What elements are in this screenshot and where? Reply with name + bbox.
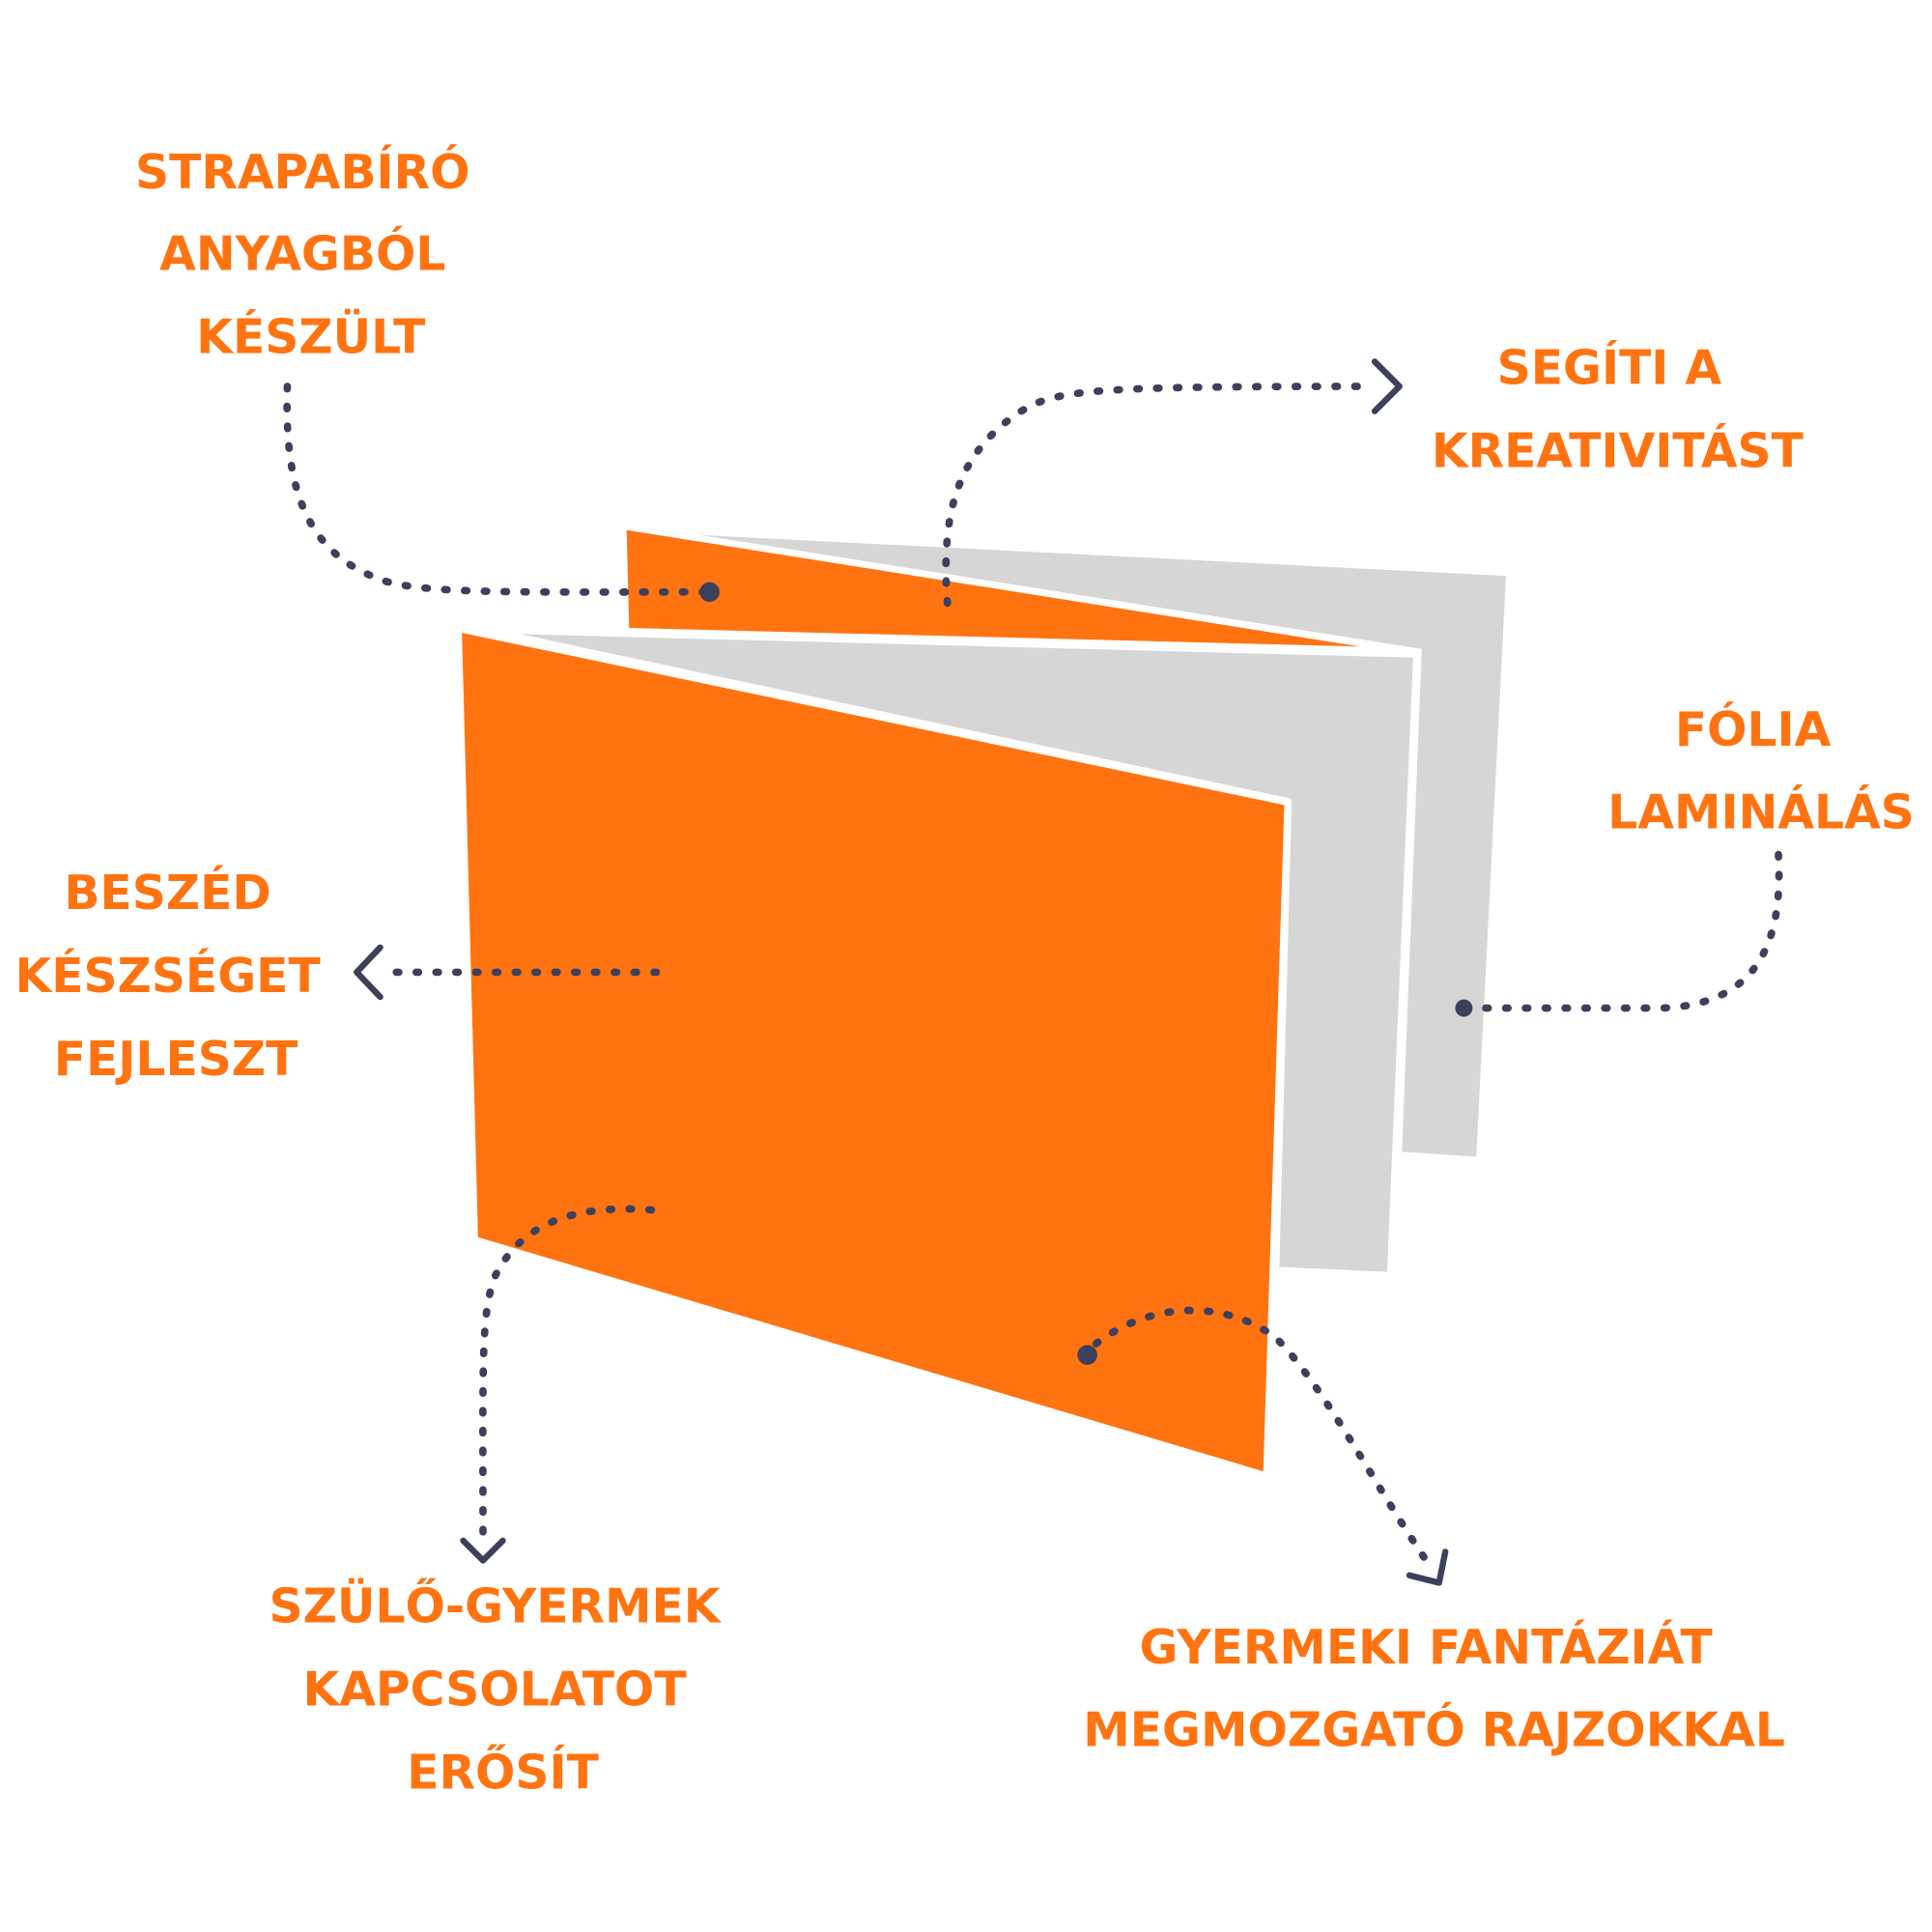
label-fantasy: GYERMEKI FANTÁZIÁT MEGMOZGATÓ RAJZOKKAL	[1083, 1620, 1785, 1758]
arrow-down-icon	[460, 1537, 506, 1564]
middle-page-gray	[520, 634, 1413, 1272]
label-bond: SZÜLŐ-GYERMEK KAPCSOLATOT ERŐSÍT	[270, 1578, 737, 1800]
label-creativity: SEGÍTI A KREATIVITÁST	[1432, 340, 1804, 478]
arrow-left-icon	[354, 944, 384, 1001]
connector-creativity	[942, 358, 1403, 608]
label-speech: BESZÉD KÉSZSÉGET FEJLESZT	[14, 866, 336, 1087]
connector-fantasy	[1077, 1306, 1449, 1586]
front-cover-orange	[462, 633, 1285, 1472]
back-page-gray	[699, 534, 1506, 1157]
connector-bond	[460, 1205, 656, 1564]
connector-lamination	[1455, 850, 1783, 1017]
arrow-down-right-icon	[1406, 1548, 1449, 1586]
label-lamination: FÓLIA LAMINÁLÁS	[1607, 702, 1915, 840]
connector-speech	[354, 944, 661, 1001]
label-durable: STRAPABÍRÓ ANYAGBÓL KÉSZÜLT	[135, 145, 487, 365]
arrow-right-icon	[1371, 358, 1403, 414]
connector-durable	[283, 383, 720, 603]
